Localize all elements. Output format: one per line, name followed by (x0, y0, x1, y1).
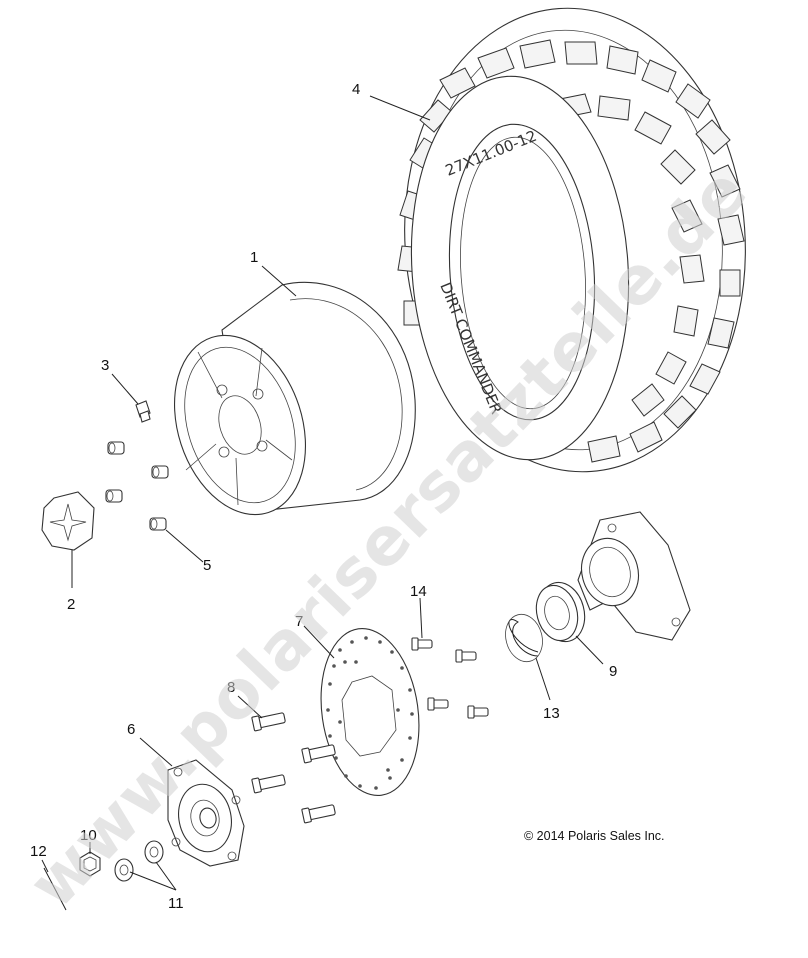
copyright-notice: © 2014 Polaris Sales Inc. (524, 829, 665, 843)
callout-1: 1 (250, 249, 258, 266)
callout-6: 6 (127, 721, 135, 738)
callout-labels: 1 2 3 4 5 6 7 8 9 10 11 12 13 14 (30, 81, 617, 912)
callout-4: 4 (352, 81, 360, 98)
tire-tread (397, 39, 745, 463)
callout-11: 11 (168, 895, 184, 912)
cotter-pin (43, 867, 67, 911)
wheel-bearing (535, 581, 586, 643)
wheel-rim (173, 281, 416, 516)
brake-disc (320, 627, 420, 797)
retaining-ring (505, 613, 543, 663)
callout-8: 8 (227, 679, 235, 696)
washers (114, 840, 164, 882)
callout-9: 9 (609, 663, 617, 680)
bearing-carrier (577, 511, 691, 641)
callout-3: 3 (101, 357, 109, 374)
wheel-studs (251, 712, 336, 824)
callout-14: 14 (410, 583, 427, 600)
callout-10: 10 (80, 827, 97, 844)
center-cap (41, 491, 95, 551)
callout-13: 13 (543, 705, 560, 722)
lug-nuts (105, 441, 169, 531)
brake-disc-bolts (411, 637, 489, 719)
tire: 27X11.00-12 DIRT COMMANDER (397, 7, 746, 473)
valve-stem (135, 400, 151, 423)
callout-2: 2 (67, 596, 75, 613)
callout-7: 7 (295, 613, 303, 630)
wheel-hub (167, 759, 245, 867)
callout-5: 5 (203, 557, 211, 574)
callout-12: 12 (30, 843, 47, 860)
leader-lines (41, 95, 604, 891)
